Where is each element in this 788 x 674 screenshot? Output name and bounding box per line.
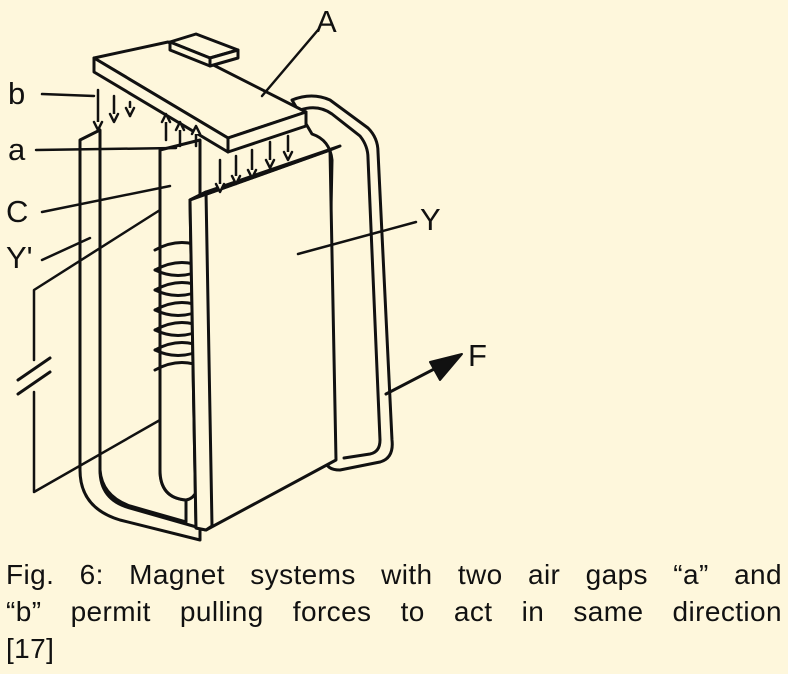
magnet-system-diagram: A b a C Y' Y F: [6, 4, 487, 542]
capacitor-symbol: [16, 356, 52, 396]
label-F: F: [468, 338, 487, 373]
armature-A-side: [226, 110, 308, 154]
label-A: A: [316, 4, 337, 39]
leader-lines: [34, 28, 418, 262]
figure-caption: Fig. 6: Magnet systems with two air gaps…: [6, 556, 782, 667]
label-Y: Y: [420, 202, 441, 237]
gap-b-flux-arrows: [92, 88, 136, 132]
label-C: C: [6, 194, 28, 229]
yoke-front-plate-top: [188, 144, 342, 202]
caption-line-2: “b” permit pulling forces to act in same…: [6, 596, 782, 627]
armature-strip-inner: [298, 106, 382, 460]
force-arrowhead: [429, 353, 463, 381]
label-Y-prime: Y': [6, 240, 33, 275]
label-b: b: [8, 76, 25, 111]
label-a: a: [8, 132, 26, 167]
caption-line-3: [17]: [6, 633, 55, 664]
force-arrow-F: [384, 364, 442, 396]
gap-a-flux-arrows: [160, 112, 294, 194]
circuit-wire: [32, 208, 162, 494]
caption-line-1: Fig. 6: Magnet systems with two air gaps…: [6, 559, 782, 590]
